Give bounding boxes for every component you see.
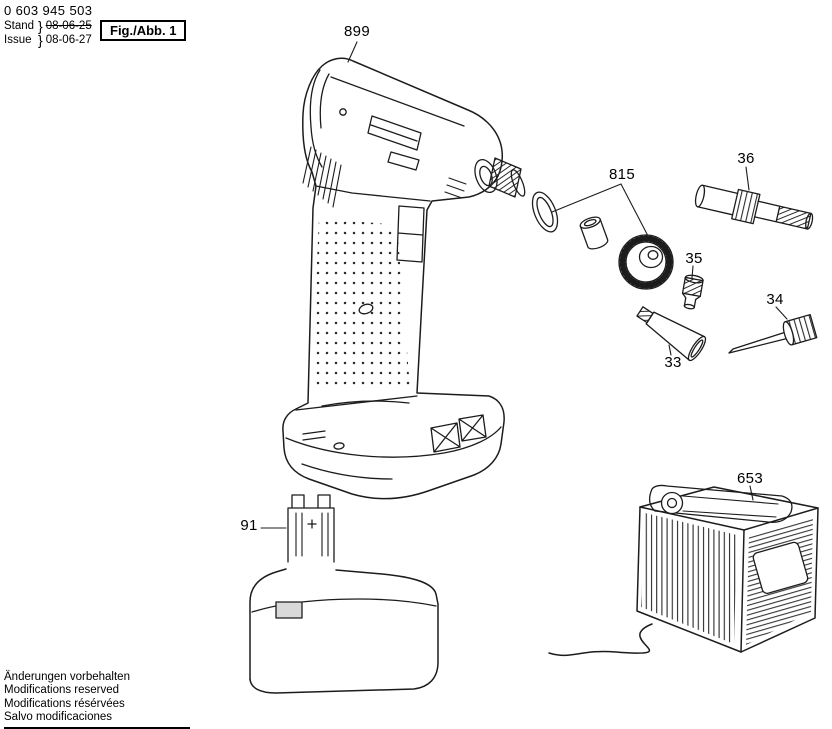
vent-slats (302, 146, 342, 208)
brace-glyph: } (38, 18, 43, 34)
battery-top-edge (251, 598, 437, 613)
part-label-815: 815 (609, 166, 635, 183)
needle (728, 330, 790, 354)
grip-dots (311, 218, 410, 391)
base-top-edge (295, 395, 418, 411)
battery-stem-slots (295, 512, 329, 557)
sleeve (579, 216, 609, 250)
notice-es: Salvo modificaciones (4, 710, 113, 723)
stand-label: Stand (4, 20, 35, 32)
base-lower-line (301, 463, 393, 480)
battery-body (249, 568, 439, 694)
head-seam (315, 185, 431, 202)
charger-label (752, 541, 809, 594)
back-cap (309, 69, 323, 168)
leader-899 (347, 41, 358, 63)
issue-label: Issue (4, 34, 32, 46)
cone-nozzle-drawing (636, 306, 707, 362)
charger-slot (648, 484, 793, 523)
document-number: 0 603 945 503 (4, 3, 93, 18)
outlet-thread (488, 157, 522, 198)
leader-36 (745, 166, 750, 191)
part-label-33: 33 (664, 354, 682, 371)
outlet-end (510, 169, 526, 197)
part-label-899: 899 (344, 23, 370, 40)
screw (339, 108, 347, 116)
brace-glyph: } (38, 32, 43, 48)
base-slots (302, 430, 326, 441)
valve-adapter-drawing (694, 184, 814, 230)
leader-34 (775, 306, 788, 320)
tool-drawing (282, 57, 526, 500)
leader-815-bracket (551, 183, 649, 237)
leader-35 (691, 265, 694, 279)
revision-issue-row: Issue } 08-06-27 (4, 33, 92, 47)
top-clip-step (387, 151, 420, 171)
charger-front-face (636, 506, 745, 653)
figure-label: Fig./Abb. 1 (100, 20, 187, 41)
leader-33 (668, 344, 672, 356)
head-top-line (330, 76, 465, 127)
battery-plus-mark (307, 519, 317, 529)
battery-label (275, 601, 303, 619)
base-opening (321, 400, 410, 407)
base-hole (333, 442, 345, 450)
footer-notices: Änderungen vorbehalten Modifications res… (4, 671, 190, 729)
revision-stand-row: Stand } 08-06-25 (4, 19, 92, 33)
part-label-653: 653 (737, 470, 763, 487)
part-label-34: 34 (766, 291, 784, 308)
top-clip (367, 115, 422, 151)
knurled-cap (618, 234, 674, 290)
battery-prongs (291, 494, 331, 509)
battery-pack-drawing (249, 494, 439, 694)
charger-cord (548, 623, 653, 657)
notice-fr: Modifications résérvées (4, 697, 125, 710)
part-label-36: 36 (737, 150, 755, 167)
back-cap-inner (319, 73, 330, 129)
adapter-nozzle-drawing (681, 274, 704, 310)
base-socket-1 (430, 422, 461, 453)
handle-switch (396, 205, 425, 263)
charger-front-vents (641, 513, 737, 644)
front-vents (444, 177, 467, 199)
ball-needle-drawing (728, 313, 818, 354)
part-label-91: 91 (240, 517, 258, 534)
grip-hole (358, 303, 374, 315)
charger-side-face (740, 507, 819, 653)
issue-date: 08-06-27 (45, 34, 92, 46)
revision-block: Stand } 08-06-25 Issue } 08-06-27 (4, 19, 92, 47)
stand-date: 08-06-25 (45, 20, 92, 32)
base-socket-2 (458, 414, 487, 442)
part-label-35: 35 (685, 250, 703, 267)
notice-de: Änderungen vorbehalten (4, 671, 130, 684)
charger-socket (660, 491, 684, 515)
seal-kit-drawing (531, 191, 674, 290)
base-front-edge (285, 426, 502, 458)
charger-drawing (548, 484, 819, 657)
notice-en: Modifications reserved (4, 684, 120, 697)
battery-stem (287, 507, 335, 563)
o-ring (531, 191, 559, 233)
